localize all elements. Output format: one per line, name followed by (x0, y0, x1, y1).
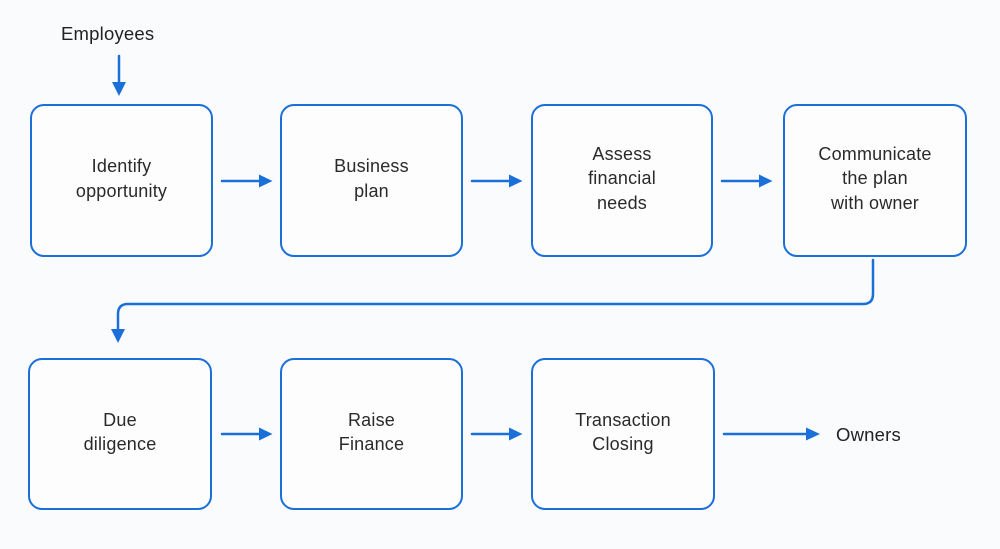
arrow-communicate-to-diligence (111, 258, 875, 343)
flow-box-label: Due diligence (83, 409, 157, 454)
flow-box-identify-opportunity: Identify opportunity (30, 104, 213, 257)
arrow-assess-to-communicate (720, 174, 773, 188)
employees-label: Employees (61, 23, 155, 44)
arrow-raise-to-closing (470, 427, 523, 441)
arrow-identify-to-business (220, 174, 273, 188)
flow-box-label: Business plan (334, 156, 409, 201)
arrow-diligence-to-raise (220, 427, 273, 441)
flow-box-due-diligence: Due diligence (28, 358, 212, 510)
flow-box-transaction-closing: Transaction Closing (531, 358, 715, 510)
owners-label: Owners (836, 424, 901, 445)
flow-box-raise-finance: Raise Finance (280, 358, 463, 510)
flow-box-communicate-plan-with-owner: Communicate the plan with owner (783, 104, 967, 257)
flow-box-assess-financial-needs: Assess financial needs (531, 104, 713, 257)
flow-box-business-plan: Business plan (280, 104, 463, 257)
flow-box-label: Identify opportunity (75, 156, 168, 201)
flow-box-label: Assess financial needs (588, 144, 656, 213)
arrow-employees-to-identify (112, 54, 126, 96)
flow-box-label: Raise Finance (338, 409, 405, 454)
flow-box-label: Communicate the plan with owner (818, 144, 932, 213)
arrow-business-to-assess (470, 174, 523, 188)
flow-box-label: Transaction Closing (575, 409, 671, 454)
arrow-closing-to-owners (722, 427, 820, 441)
